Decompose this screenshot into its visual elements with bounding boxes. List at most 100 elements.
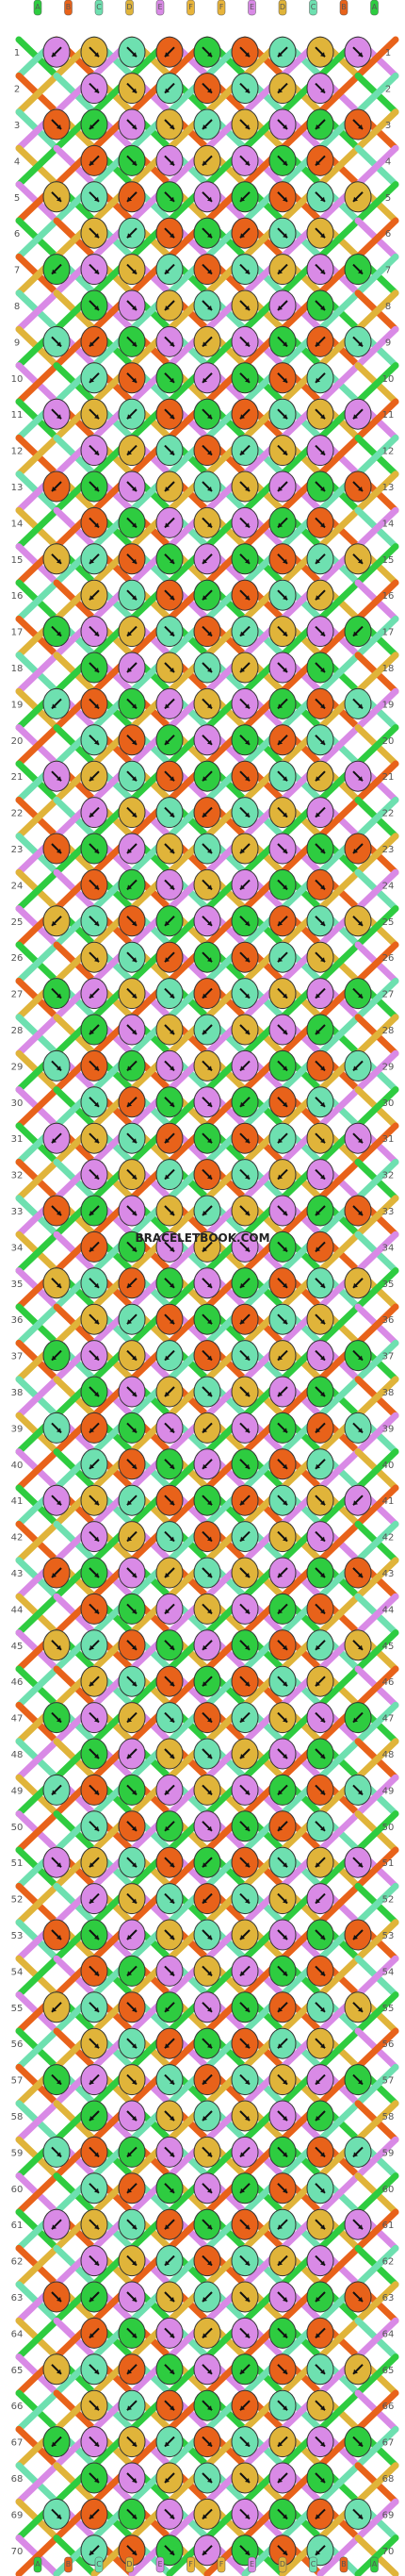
knot [231,1340,259,1372]
knot-arrow-right-icon [277,2545,288,2556]
strand-segment [316,1810,362,1854]
knot-arrow-right-icon [202,517,213,529]
knot [118,1340,146,1372]
knot-arrow-right-icon [239,2073,251,2086]
knot-arrow-right-icon [126,589,138,601]
strand-segment [354,2063,399,2107]
knot-arrow-left-icon [277,951,288,963]
strand-segment [354,2027,399,2071]
svg-text:B: B [66,3,72,11]
knot-arrow-left-icon [89,1422,100,1434]
knot [268,325,297,357]
svg-text:F: F [188,2560,193,2568]
knot [118,797,146,829]
knot-arrow-right-icon [315,951,326,963]
strand-segment [354,1303,399,1346]
knot [80,73,108,105]
knot [155,471,184,503]
knot [193,2172,221,2204]
knot [268,144,297,176]
knot [155,1991,184,2023]
knot [80,217,108,249]
knot [231,1629,259,1661]
knot-arrow-left-icon [89,2073,100,2086]
knot [306,2317,334,2349]
knot-arrow-left-icon [315,1892,326,1905]
knot [306,760,334,792]
knot-arrow-left-icon [126,408,138,420]
knot-arrow-right-icon [89,1530,100,1543]
knot [231,2353,259,2386]
knot [80,1629,108,1661]
knot [231,941,259,973]
knot-arrow-right-icon [164,336,175,348]
knot-arrow-right-icon [89,2472,100,2484]
row-number: 41 [11,1496,24,1507]
knot [306,1702,334,1734]
knot [155,1883,184,1915]
knot [193,1230,221,1263]
knot-arrow-right-icon [277,1241,288,1253]
knot [344,1195,372,1227]
strand-segment [354,1810,399,1854]
knot [268,1340,297,1372]
strand-segment [15,1955,60,1999]
knot-arrow-right-icon [277,987,288,999]
knot [118,905,146,937]
knot-arrow-right-icon [277,227,288,239]
knot [193,687,221,719]
knot [306,941,334,973]
knot-arrow-right-icon [315,2436,326,2448]
strand-segment [15,2389,60,2433]
knot-arrow-right-icon [352,1205,364,1216]
knot [344,2136,372,2168]
knot [231,1738,259,1770]
knot-arrow-right-icon [239,300,251,311]
knot-arrow-left-icon [239,1929,251,1940]
row-number: 11 [382,410,395,421]
knot [80,108,108,140]
row-number: 12 [382,447,395,457]
knot-arrow-right-icon [352,263,364,275]
knot [193,2498,221,2530]
row-number: 67 [382,2438,395,2449]
knot [268,2389,297,2421]
knot [231,1049,259,1082]
knot-arrow-left-icon [164,1821,175,1832]
row-number: 28 [11,1026,24,1036]
knot [306,579,334,611]
knot-arrow-right-icon [277,191,288,203]
knot-arrow-right-icon [89,1603,100,1615]
knot-arrow-left-icon [164,1386,175,1397]
knot-arrow-left-icon [315,1640,326,1651]
knot [42,2281,71,2313]
knot-arrow-right-icon [126,517,138,529]
knot-arrow-left-icon [277,1349,288,1362]
knot-arrow-left-icon [89,770,100,782]
knot [80,2498,108,2530]
knot-arrow-right-icon [164,2110,175,2122]
knot [80,1521,108,1553]
knot-arrow-left-icon [202,2110,213,2122]
knot [155,73,184,105]
knot [42,1049,71,1082]
strand-segment [354,1122,399,1165]
knot [344,1412,372,1444]
knot [80,2208,108,2240]
knot-arrow-left-icon [126,2146,138,2158]
knot-arrow-right-icon [315,662,326,673]
knot-arrow-right-icon [89,82,100,94]
knot [80,1122,108,1154]
knot-arrow-right-icon [126,1821,138,1832]
knot-arrow-left-icon [315,1676,326,1687]
knot-arrow-right-icon [315,879,326,891]
knot [80,868,108,900]
svg-text:B: B [341,3,347,11]
knot [344,36,372,68]
knot [118,1049,146,1082]
knot [80,36,108,68]
row-number: 40 [382,1461,395,1471]
knot [118,1846,146,1878]
knot [155,2172,184,2204]
knot-arrow-right-icon [352,1132,364,1144]
